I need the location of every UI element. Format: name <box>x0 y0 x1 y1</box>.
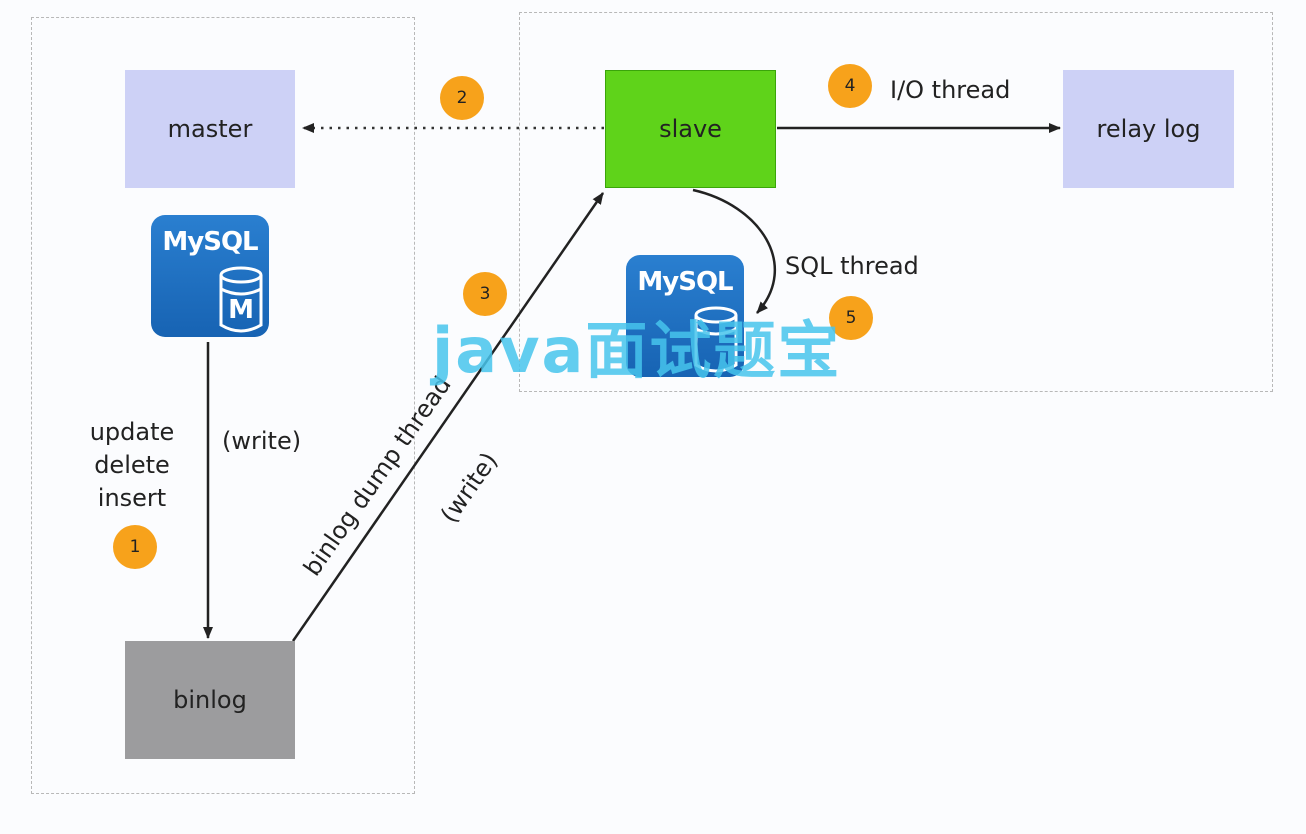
operations-label: update delete insert <box>70 416 194 515</box>
step-badge-2-number: 2 <box>456 88 468 108</box>
io-thread-label: I/O thread <box>890 76 1011 104</box>
step-badge-3: 3 <box>463 272 507 316</box>
master-label: master <box>167 115 253 143</box>
step-badge-4-number: 4 <box>844 76 856 96</box>
sql-thread-label: SQL thread <box>785 252 919 280</box>
relay-log-node: relay log <box>1063 70 1234 188</box>
slave-node: slave <box>605 70 776 188</box>
database-cylinder-icon <box>219 266 263 333</box>
operation-delete: delete <box>94 451 170 479</box>
relay-log-label: relay log <box>1096 115 1201 143</box>
step-badge-4: 4 <box>828 64 872 108</box>
operation-insert: insert <box>97 484 167 512</box>
slave-label: slave <box>659 115 722 143</box>
write-label-vertical: (write) <box>222 427 302 455</box>
master-node: master <box>125 70 295 188</box>
watermark: java面试题宝 <box>432 314 842 387</box>
dump-arrow-binlog-to-slave <box>291 192 605 642</box>
binlog-node: binlog <box>125 641 295 759</box>
database-cylinder-icon <box>694 306 738 373</box>
operation-update: update <box>89 418 175 446</box>
master-mysql-icon: MySQL M <box>151 215 269 337</box>
slave-mysql-icon: MySQL <box>626 255 744 377</box>
step-badge-1: 1 <box>113 525 157 569</box>
step-badge-3-number: 3 <box>479 284 491 304</box>
binlog-label: binlog <box>173 686 247 714</box>
step-badge-1-number: 1 <box>129 537 141 557</box>
master-mysql-letter: M <box>228 295 254 325</box>
sql-thread-curve <box>692 188 777 314</box>
master-mysql-word: MySQL <box>162 227 258 257</box>
slave-mysql-word: MySQL <box>637 267 733 297</box>
step-badge-5: 5 <box>829 296 873 340</box>
slave-region <box>519 12 1273 392</box>
step-badge-5-number: 5 <box>845 308 857 328</box>
master-region <box>31 17 415 794</box>
step-badge-2: 2 <box>440 76 484 120</box>
